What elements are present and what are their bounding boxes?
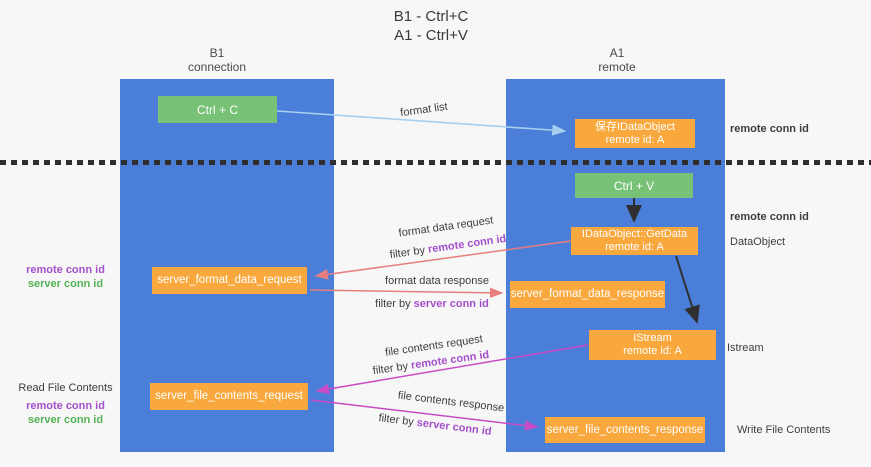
node-server-format-data-response: server_format_data_response xyxy=(510,281,665,308)
node-ctrl-v: Ctrl + V xyxy=(575,173,693,198)
istream-line2: remote id: A xyxy=(623,345,682,357)
node-ctrl-c: Ctrl + C xyxy=(158,96,277,123)
file-contents-response-label: file contents response xyxy=(397,389,505,415)
dashed-divider xyxy=(0,160,871,165)
left-column-name: B1 xyxy=(209,46,225,60)
save-dataobject-line2: remote id: A xyxy=(605,133,665,146)
server-file-contents-request-label: server_file_contents_request xyxy=(155,390,303,402)
ctrl-c-label: Ctrl + C xyxy=(196,102,238,117)
format-data-response-label: format data response xyxy=(385,275,489,287)
node-save-dataobject: 保存IDataObject remote id: A xyxy=(575,119,695,148)
istream-line1: IStream xyxy=(633,332,672,344)
right-column-header: A1 remote xyxy=(557,46,677,74)
istream-side-label: Istream xyxy=(727,342,764,354)
left-server-conn-id-1: server conn id xyxy=(27,278,104,290)
getdata-line1: IDataObject::GetData xyxy=(581,228,688,240)
node-istream: IStream remote id: A xyxy=(589,330,716,360)
left-conn-id-group-1: remote conn id server conn id xyxy=(18,263,113,291)
filter-by-text: filter by xyxy=(372,359,412,378)
node-server-file-contents-request: server_file_contents_request xyxy=(150,383,308,410)
read-file-contents-label: Read File Contents xyxy=(18,382,113,394)
node-getdata: IDataObject::GetData remote id: A xyxy=(571,227,698,255)
title-line-1: B1 - Ctrl+C xyxy=(393,8,469,25)
write-file-contents-label: Write File Contents xyxy=(737,424,831,436)
left-column-role: connection xyxy=(187,60,247,74)
format-data-response-arrow xyxy=(309,287,504,299)
ctrl-v-label: Ctrl + V xyxy=(613,178,655,193)
filter-by-text: filter by xyxy=(375,298,414,310)
server-format-data-response-label: server_format_data_response xyxy=(510,288,665,300)
dataobject-label: DataObject xyxy=(730,236,786,248)
left-remote-conn-id-2: remote conn id xyxy=(26,400,105,412)
server-format-data-request-label: server_format_data_request xyxy=(157,274,302,286)
node-server-file-contents-response: server_file_contents_response xyxy=(545,417,705,443)
format-response-filter-label: filter by server conn id xyxy=(375,298,489,310)
server-conn-id-text: server conn id xyxy=(416,416,493,438)
file-response-filter-label: filter by server conn id xyxy=(378,412,492,438)
right-column-role: remote xyxy=(598,60,636,74)
node-server-format-data-request: server_format_data_request xyxy=(152,267,307,294)
format-list-label: format list xyxy=(399,100,449,120)
right-remote-conn-id-mid: remote conn id xyxy=(730,211,809,223)
remote-conn-id-text: remote conn id xyxy=(427,232,507,256)
filter-by-text: filter by xyxy=(389,243,429,262)
filter-by-text: filter by xyxy=(377,412,418,429)
title-line-2: A1 - Ctrl+V xyxy=(394,27,468,44)
left-conn-id-group-2: Read File Contents remote conn id server… xyxy=(18,381,113,427)
server-conn-id-text: server conn id xyxy=(413,298,489,310)
save-dataobject-line1: 保存IDataObject xyxy=(594,120,676,133)
left-column-header: B1 connection xyxy=(157,46,277,74)
diagram-title: B1 - Ctrl+C A1 - Ctrl+V xyxy=(331,7,531,45)
right-remote-conn-id-top: remote conn id xyxy=(730,123,809,135)
getdata-line2: remote id: A xyxy=(605,241,664,253)
server-file-contents-response-label: server_file_contents_response xyxy=(546,423,704,436)
right-column-name: A1 xyxy=(609,46,625,60)
left-server-conn-id-2: server conn id xyxy=(27,414,104,426)
left-remote-conn-id-1: remote conn id xyxy=(26,264,105,276)
